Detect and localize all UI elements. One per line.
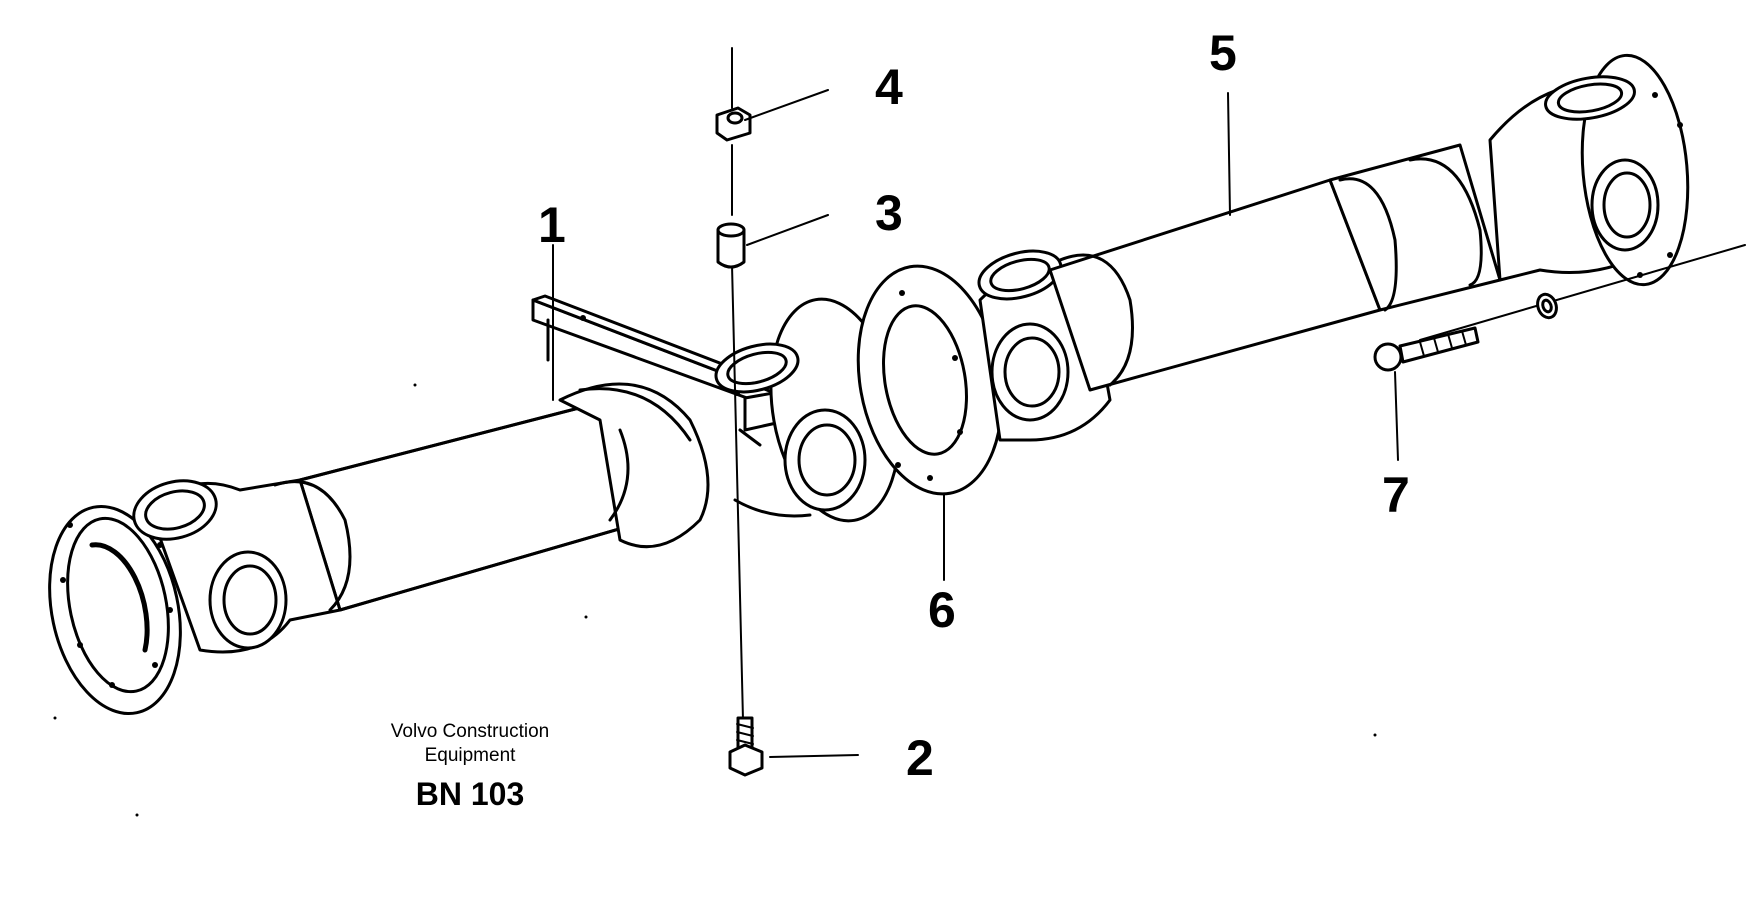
- callout-5: 5: [1209, 25, 1237, 81]
- left-universal-joint: [132, 478, 352, 654]
- scan-specks: [53, 383, 1377, 817]
- company-line-1: Volvo Construction: [390, 721, 550, 742]
- callout-6: 6: [928, 582, 956, 638]
- bolt-axis-line: [731, 47, 744, 721]
- leader-4: [744, 89, 829, 121]
- washer: [1536, 292, 1558, 320]
- right-universal-joint: [1488, 53, 1690, 287]
- screw: [728, 716, 764, 777]
- leader-lines: [552, 89, 1399, 758]
- callout-4: 4: [875, 59, 903, 115]
- callout-1: 1: [538, 197, 566, 253]
- spacer-sleeve: [716, 222, 746, 269]
- leader-5: [1227, 92, 1231, 216]
- callout-2: 2: [906, 730, 934, 786]
- company-line-2: Equipment: [424, 745, 516, 767]
- left-end-flange: [48, 504, 182, 716]
- flange-screw: [1373, 244, 1746, 372]
- company-caption: Volvo Construction Equipment: [330, 720, 610, 769]
- nut: [715, 106, 752, 142]
- callout-7: 7: [1382, 467, 1410, 523]
- callout-3: 3: [875, 185, 903, 241]
- left-shaft-tube: [298, 398, 652, 612]
- leader-7: [1394, 371, 1399, 461]
- propeller-shaft: [1048, 143, 1502, 392]
- diagram-code: BN 103: [415, 776, 525, 812]
- leader-3: [746, 214, 829, 246]
- center-bearing-housing: [558, 382, 710, 549]
- leader-2: [769, 754, 859, 758]
